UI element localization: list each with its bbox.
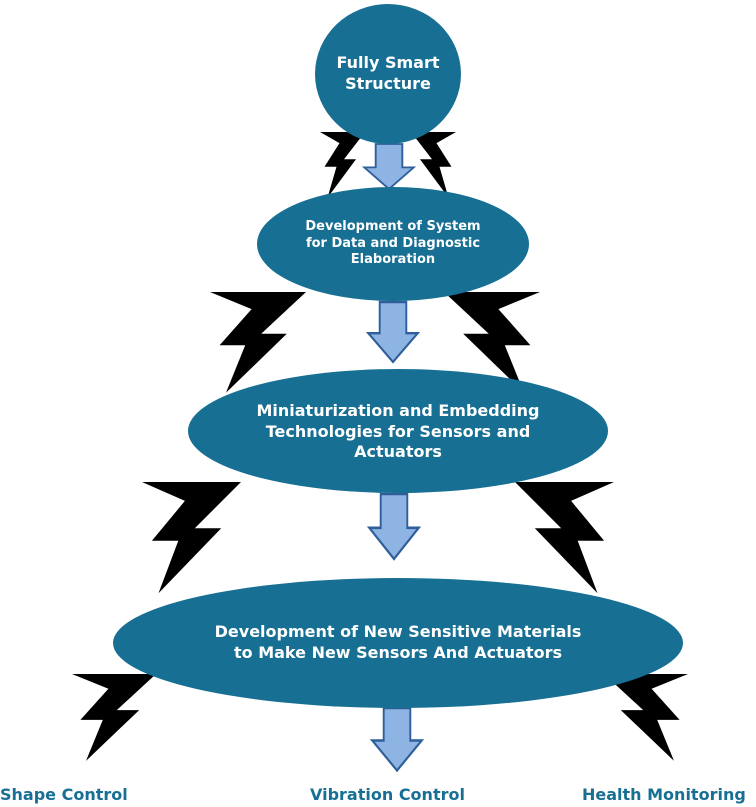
- lightning-bolt-icon: [320, 132, 365, 198]
- node-new-sensitive-materials-label: Development of New Sensitive Materials t…: [214, 622, 582, 662]
- node-fully-smart-structure-shape: [315, 4, 461, 144]
- node-fully-smart-structure-label: Fully Smart Structure: [336, 53, 440, 93]
- lightning-bolt-icon: [411, 132, 456, 198]
- outcome-health-monitoring: Health Monitoring: [582, 785, 746, 804]
- outcome-shape-control: Shape Control: [0, 785, 128, 804]
- node-miniaturization-embedding-shape: [188, 369, 608, 493]
- node-miniaturization-embedding-label: Miniaturization and Embedding Technologi…: [256, 400, 540, 462]
- node-data-diagnostic-system-shape: [257, 187, 529, 301]
- lightning-bolt-icon: [604, 674, 688, 761]
- node-new-sensitive-materials-shape: [113, 578, 683, 708]
- down-arrow-icon: [363, 143, 415, 190]
- lightning-bolt-icon: [142, 482, 241, 594]
- lightning-bolt-icon: [72, 674, 156, 761]
- down-arrow-icon: [367, 300, 419, 364]
- outcome-vibration-control: Vibration Control: [310, 785, 465, 804]
- down-arrow-icon: [367, 492, 421, 561]
- node-data-diagnostic-system-label: Development of System for Data and Diagn…: [305, 218, 481, 268]
- lightning-bolt-icon: [515, 482, 614, 594]
- down-arrow-icon: [371, 706, 423, 772]
